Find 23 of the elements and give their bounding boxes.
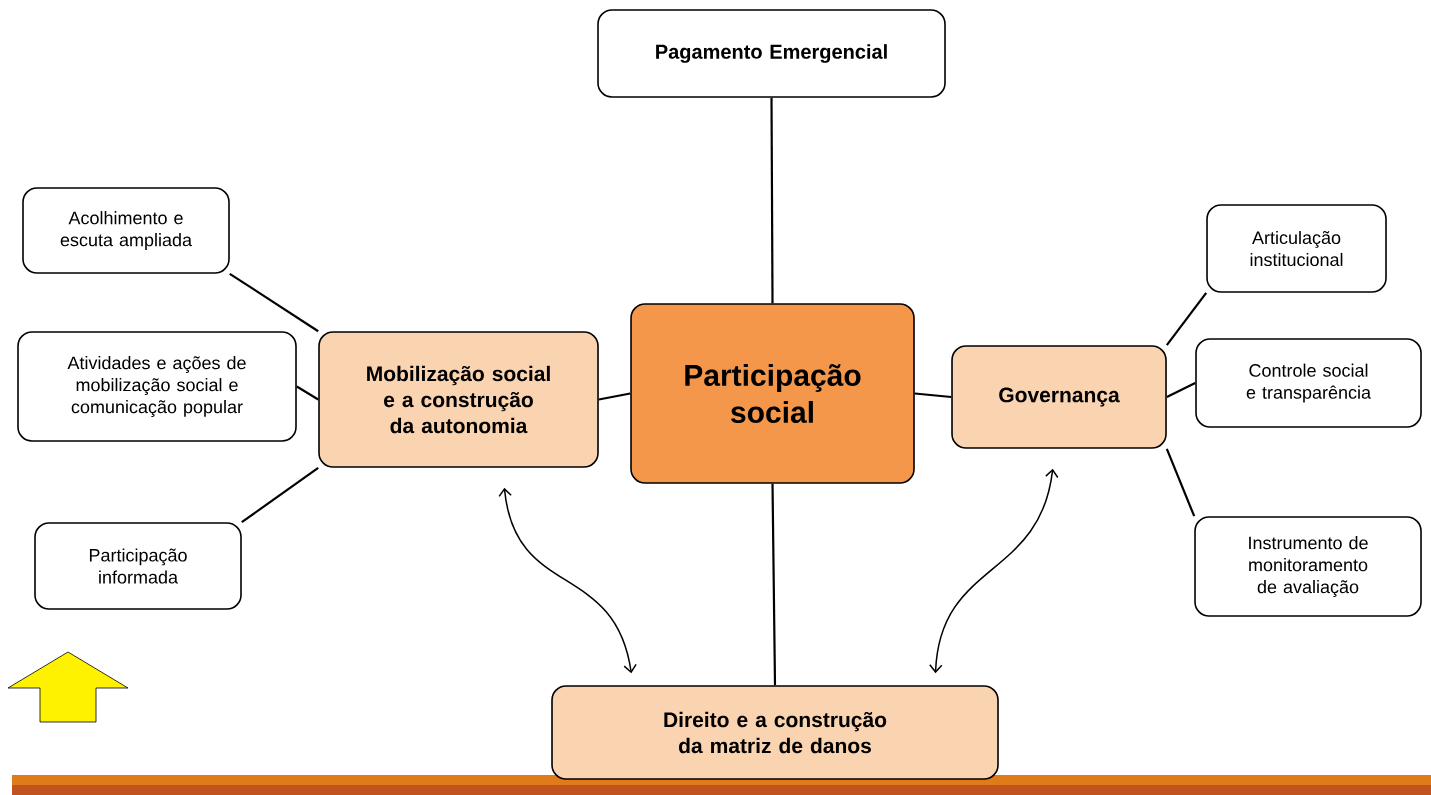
connector-line xyxy=(914,392,952,399)
text-box: Articulação institucional xyxy=(1206,204,1387,293)
connector-line xyxy=(296,385,319,401)
text-box: Atividades e ações de mobilização social e comunicação popular xyxy=(17,331,297,442)
connector-line xyxy=(598,392,631,401)
text-box: Pagamento Emergencial xyxy=(597,9,946,98)
connector-line xyxy=(770,97,774,304)
connector-line xyxy=(771,483,777,686)
text-box: Participação informada xyxy=(34,522,242,610)
connector-line xyxy=(241,466,319,524)
text-box: Acolhimento e escuta ampliada xyxy=(22,187,230,274)
topic-box: Mobilização social e a construção da autonomia xyxy=(318,331,599,468)
topic-box: Governança xyxy=(951,345,1167,449)
curved-arrow xyxy=(929,468,1059,674)
text-box: Instrumento de monitoramento de avaliação xyxy=(1194,516,1422,617)
text-box: Controle social e transparência xyxy=(1195,338,1422,428)
connector-line xyxy=(1166,382,1196,398)
connector-line xyxy=(229,272,319,333)
connector-line xyxy=(1165,292,1208,346)
connector-line xyxy=(1165,448,1196,517)
topic-box: Direito e a construção da matriz de danos xyxy=(551,685,999,780)
curved-arrow xyxy=(498,487,637,674)
central-box: Participação social xyxy=(630,303,915,484)
